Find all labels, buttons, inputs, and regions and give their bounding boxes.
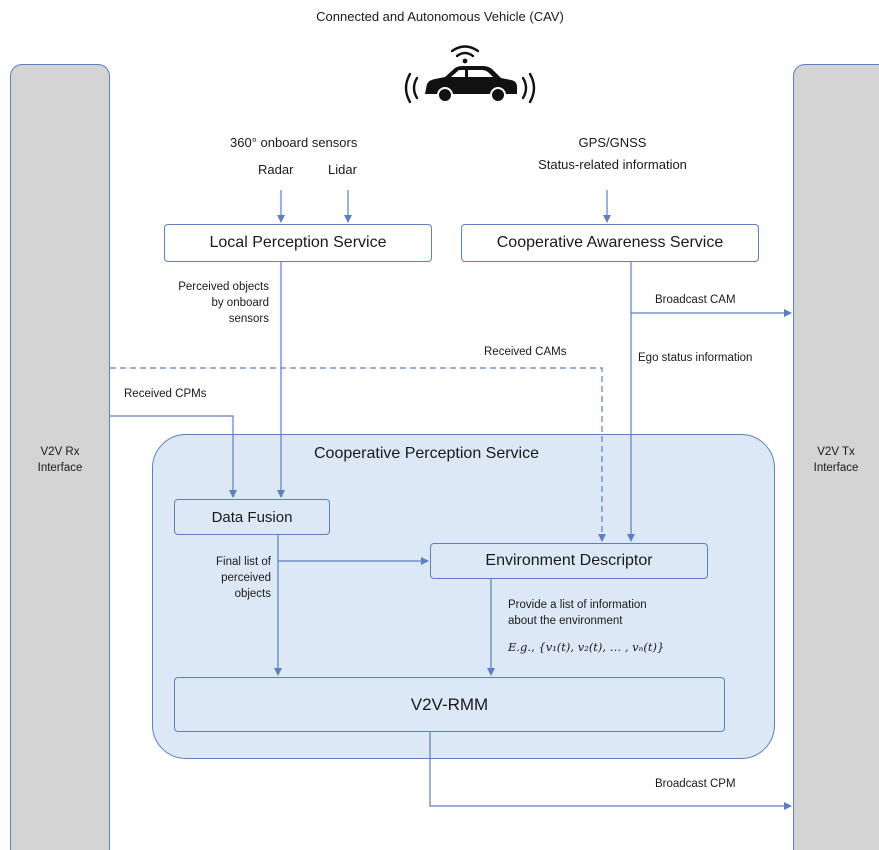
final-list-label-1: Final list of bbox=[216, 556, 271, 568]
cooperative-perception-service-label: Cooperative Perception Service bbox=[314, 445, 540, 462]
received-cpms-label: Received CPMs bbox=[124, 388, 207, 400]
cooperative-awareness-service-label: Cooperative Awareness Service bbox=[496, 234, 724, 251]
connected-car-icon bbox=[404, 45, 536, 104]
tx-interface-label-2: Interface bbox=[813, 462, 859, 474]
final-list-label-3: objects bbox=[234, 588, 271, 600]
radar-label: Radar bbox=[258, 162, 294, 177]
perceived-objects-label-2: by onboard bbox=[211, 297, 269, 309]
lidar-label: Lidar bbox=[328, 162, 357, 177]
environment-info-example: E.g., {v₁(t), v₂(t), … , vₙ(t)} bbox=[508, 640, 665, 654]
sensors-heading: 360° onboard sensors bbox=[230, 135, 358, 150]
diagram-title: Connected and Autonomous Vehicle (CAV) bbox=[316, 9, 564, 24]
final-list-label-2: perceived bbox=[221, 572, 271, 584]
v2v-rmm-box: V2V-RMM bbox=[174, 677, 725, 732]
received-cams-arrow bbox=[110, 367, 606, 542]
tx-interface-label-1: V2V Tx bbox=[817, 446, 855, 458]
v2v-tx-interface bbox=[793, 64, 879, 850]
v2v-rmm-label: V2V-RMM bbox=[410, 694, 489, 714]
gps-label: GPS/GNSS bbox=[578, 135, 647, 150]
environment-descriptor-box: Environment Descriptor bbox=[430, 543, 708, 579]
status-info-label: Status-related information bbox=[538, 157, 687, 172]
received-cams-label: Received CAMs bbox=[484, 346, 567, 358]
ego-status-label: Ego status information bbox=[638, 352, 753, 364]
local-perception-service-label: Local Perception Service bbox=[209, 234, 387, 251]
perceived-objects-label-3: sensors bbox=[228, 313, 269, 325]
broadcast-cam-label: Broadcast CAM bbox=[655, 294, 736, 306]
environment-descriptor-label: Environment Descriptor bbox=[485, 552, 653, 569]
received-cpms-arrow bbox=[110, 415, 237, 498]
data-fusion-box: Data Fusion bbox=[174, 499, 330, 535]
v2v-rx-interface bbox=[10, 64, 110, 850]
local-perception-service-box: Local Perception Service bbox=[164, 224, 432, 262]
rx-interface-label-1: V2V Rx bbox=[40, 446, 80, 458]
data-fusion-label: Data Fusion bbox=[211, 508, 293, 526]
broadcast-cpm-label: Broadcast CPM bbox=[655, 778, 736, 790]
perceived-objects-label-1: Perceived objects bbox=[178, 281, 269, 293]
broadcast-cpm-arrow bbox=[429, 732, 792, 810]
environment-info-label-2: about the environment bbox=[508, 615, 623, 627]
cooperative-awareness-service-box: Cooperative Awareness Service bbox=[461, 224, 759, 262]
rx-interface-label-2: Interface bbox=[37, 462, 83, 474]
environment-info-label-1: Provide a list of information bbox=[508, 599, 647, 611]
